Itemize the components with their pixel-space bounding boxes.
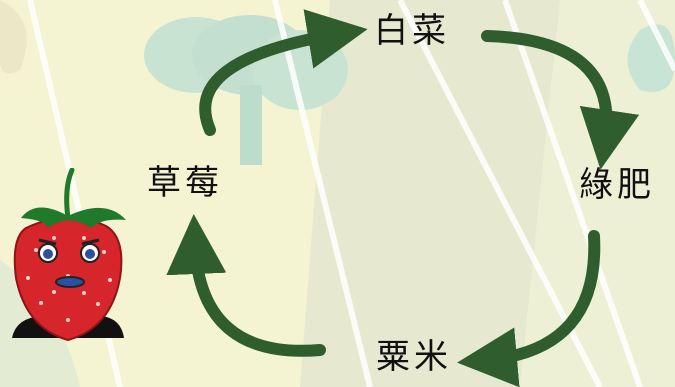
arrow-top-left (199, 9, 368, 136)
strawberry-character-icon (12, 168, 126, 342)
node-chinese-cabbage: 白菜 (374, 11, 450, 51)
arrow-bottom-left (166, 214, 326, 357)
arrow-top-right (481, 30, 640, 170)
arrow-bottom-right (457, 230, 601, 387)
tree-silhouette-icon (144, 15, 348, 165)
node-strawberry: 草莓 (147, 163, 223, 203)
node-corn: 粟米 (376, 337, 452, 377)
node-green-manure: 綠肥 (579, 165, 655, 205)
